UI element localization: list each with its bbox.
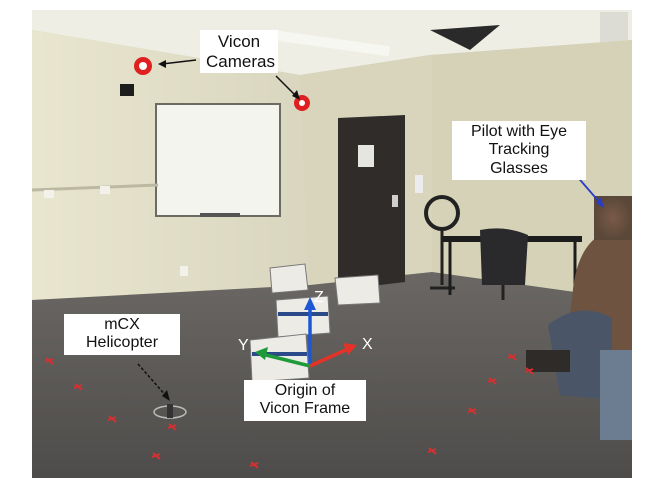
y-axis [261, 352, 311, 368]
pilot-callout-line2: Tracking Glasses [488, 141, 550, 177]
helicopter-callout-line2: Helicopter [85, 334, 159, 352]
origin-callout-line1: Origin of [274, 382, 336, 399]
helicopter-callout: mCX Helicopter [64, 314, 180, 355]
vicon-camera-left [120, 57, 152, 96]
cameras-callout-line1: Vicon [217, 32, 261, 51]
x-axis [309, 346, 351, 368]
cameras-callout: Vicon Cameras [200, 30, 278, 74]
whiteboard [155, 103, 281, 217]
camera-arrow-right [275, 75, 297, 97]
helicopter-callout-line1: mCX [104, 316, 140, 333]
floor-markers [44, 353, 534, 469]
x-axis-label: X [362, 336, 373, 353]
origin-callout: Origin of Vicon Frame [244, 380, 366, 421]
origin-callout-line2: Vicon Frame [259, 400, 351, 418]
ceiling-projector [430, 25, 500, 50]
helicopter-arrow [137, 363, 168, 398]
door [338, 115, 405, 290]
camera-arrow-left [161, 59, 197, 65]
cameras-callout-line2: Cameras [206, 51, 275, 71]
pilot-callout: Pilot with Eye Tracking Glasses [452, 121, 586, 181]
pilot-callout-line1: Pilot with Eye [470, 123, 568, 140]
floor [32, 272, 632, 478]
z-axis-label: Z [314, 289, 324, 306]
y-axis-label: Y [238, 337, 249, 354]
vicon-frame-axes: Z X Y [238, 289, 373, 368]
chair [480, 228, 528, 285]
